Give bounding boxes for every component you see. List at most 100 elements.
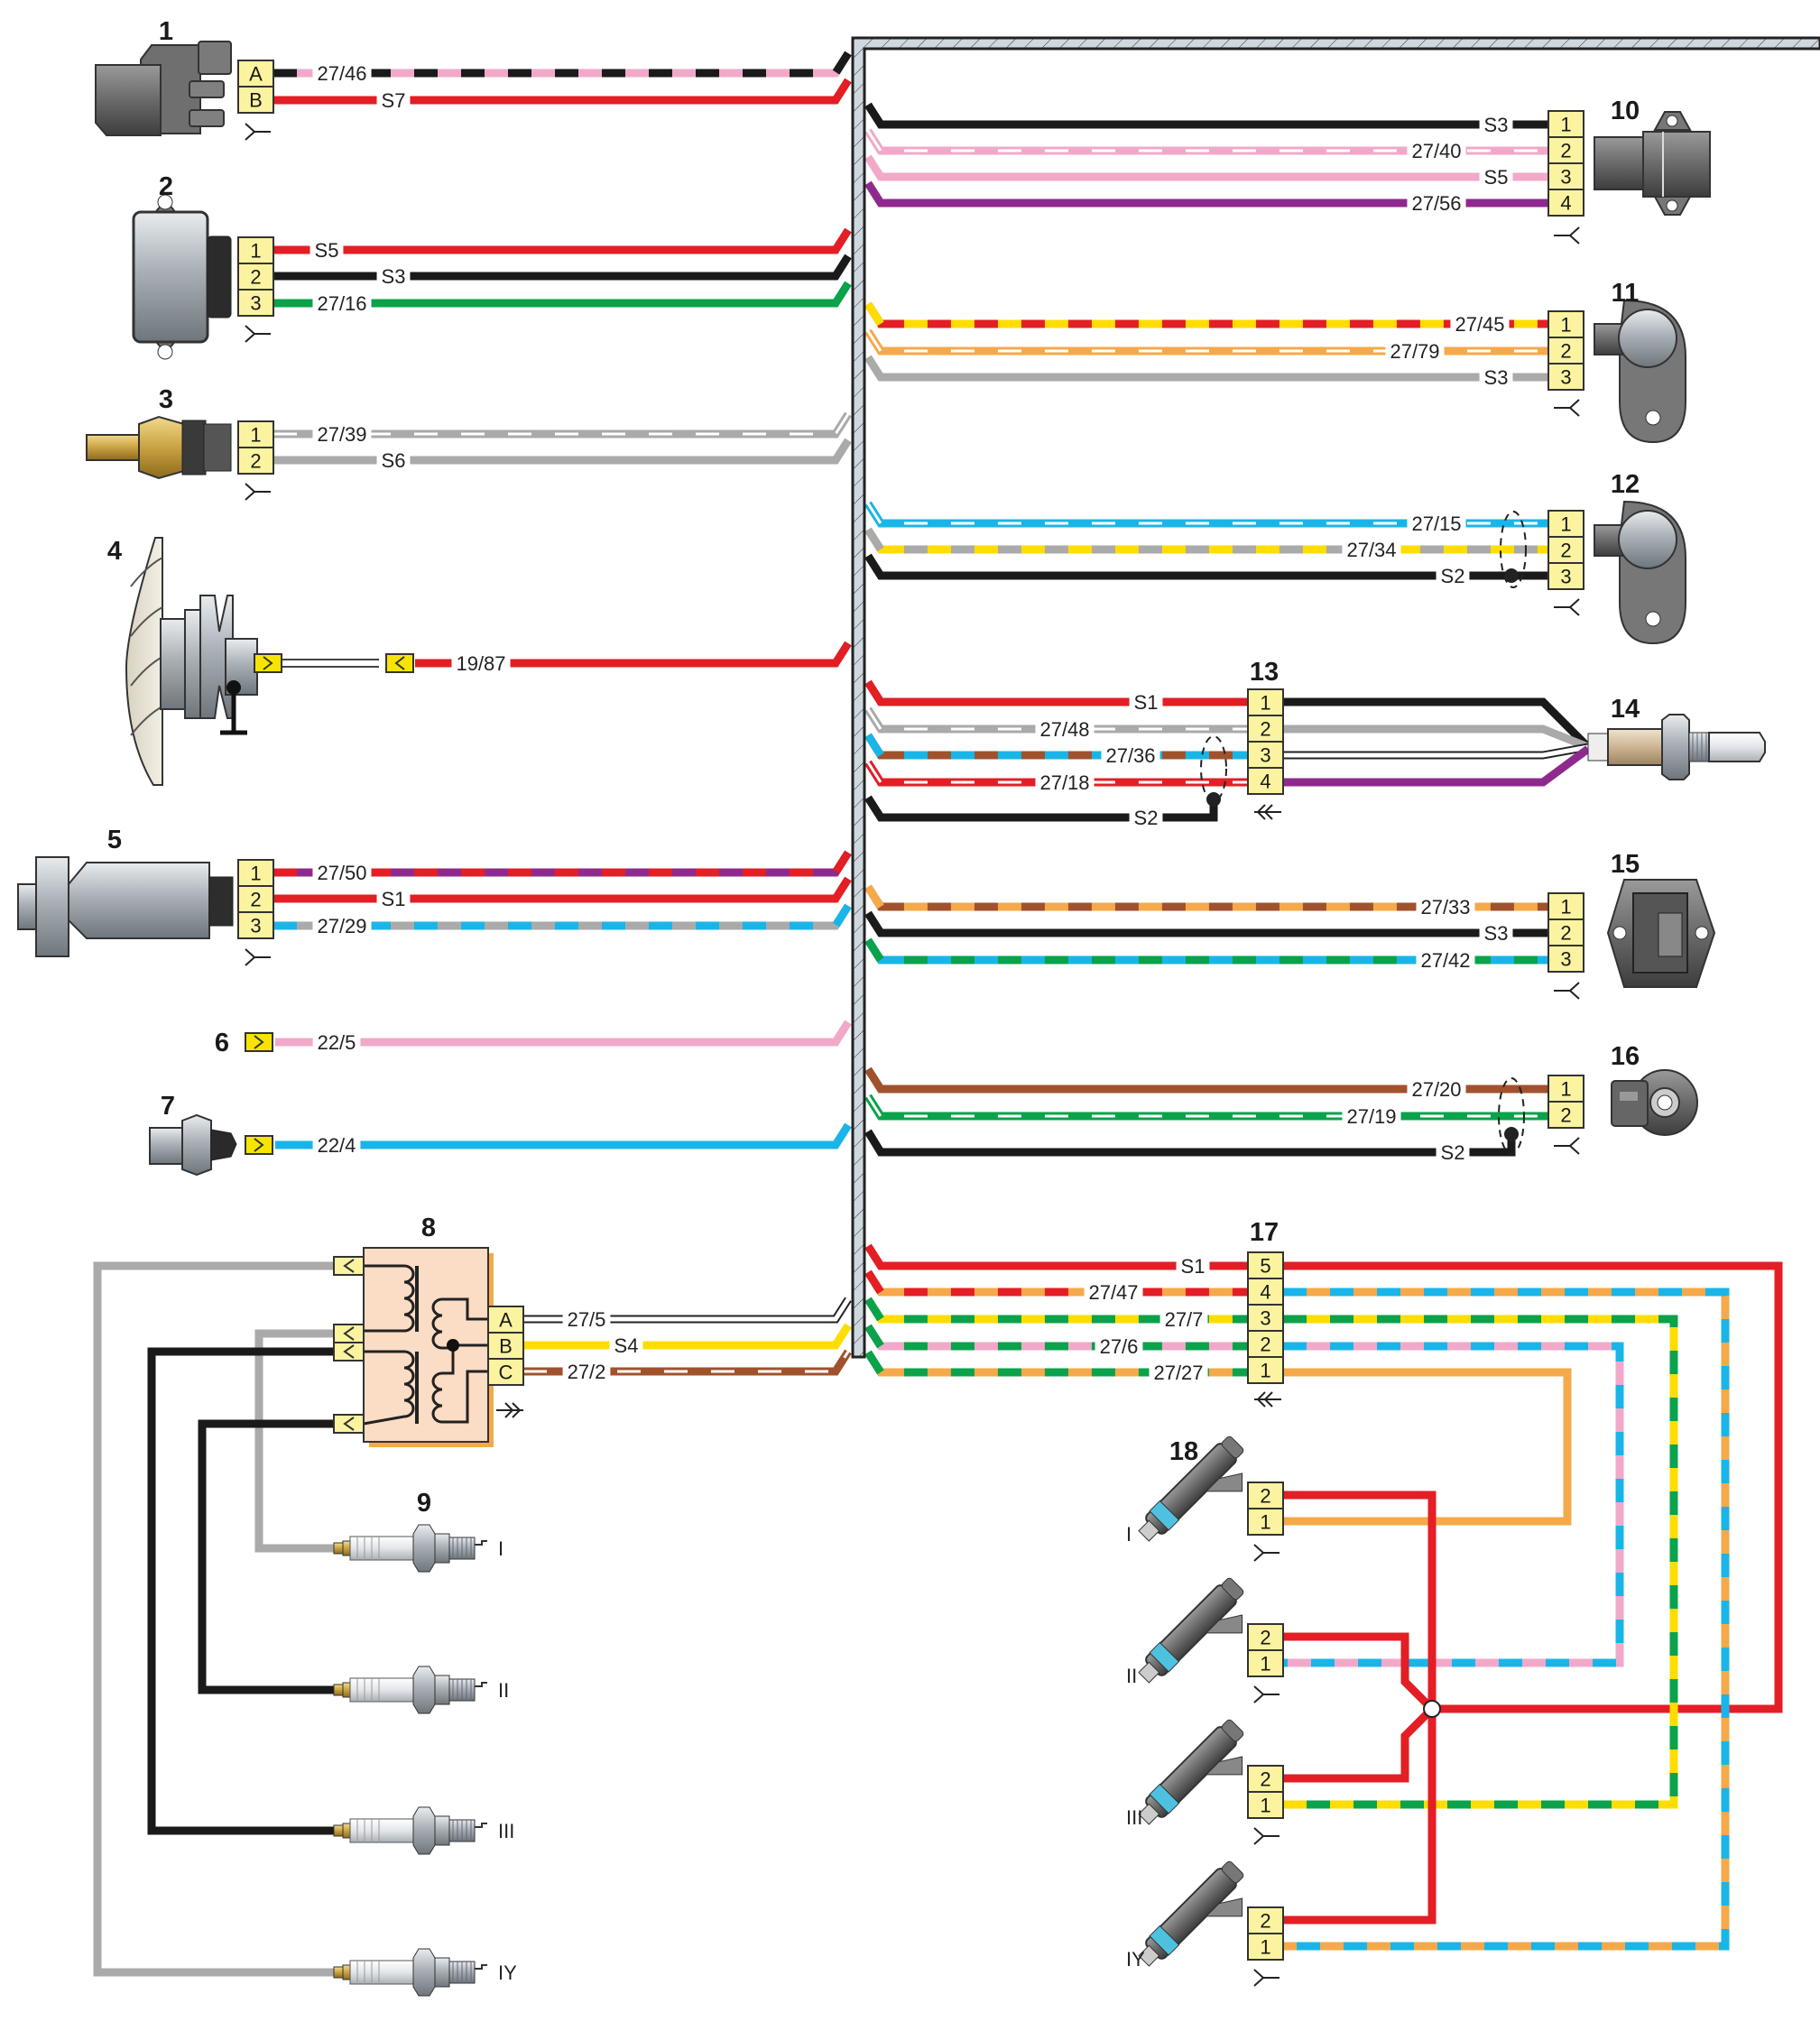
connector-15[interactable]: 123: [1547, 892, 1584, 973]
wire-c13-14-4: [1283, 745, 1591, 787]
wire-c8-2: [523, 1349, 852, 1376]
component-number: 6: [215, 1029, 229, 1057]
connector-18-injector-3[interactable]: 21: [1247, 1765, 1284, 1819]
pin-label: 2: [250, 450, 261, 473]
component-5-idle-air-valve: [17, 856, 234, 957]
pin-label: 1: [1560, 513, 1571, 536]
plug-icon: [496, 1402, 523, 1418]
wire-label: S1: [382, 888, 406, 910]
wire-c10-0: [864, 102, 1548, 129]
wire-label: S3: [382, 265, 406, 288]
component-2-map-sensor: [132, 194, 232, 360]
component-15-sensor: [1606, 879, 1716, 988]
wire-c11-1: [864, 328, 1548, 355]
coil-output-terminal: [333, 1414, 365, 1434]
component-number: 4: [107, 537, 122, 566]
connector-18-injector-1[interactable]: 21: [1247, 1482, 1284, 1536]
wire-inj-red-3: [1283, 1705, 1436, 1783]
wire-c10-3: [864, 180, 1548, 208]
labels-layer: 27/46S7S5S327/1627/39S619/8727/50S127/29…: [107, 17, 1640, 1984]
pin-label: 2: [1260, 1334, 1270, 1356]
wire-c12-1: [864, 527, 1548, 554]
pin-label: 1: [1260, 1936, 1270, 1959]
wire-coil-plug1: [254, 1329, 338, 1553]
connectors-layer: AB12312123ABC123412312312341231254321212…: [237, 60, 1584, 1987]
pin-label: 2: [1260, 718, 1270, 741]
component-number: 2: [159, 172, 173, 201]
wire-c17-0: [864, 1243, 1248, 1270]
wire-c17-4: [864, 1350, 1248, 1377]
wire-label: S1: [1181, 1255, 1206, 1278]
wire-label: 27/42: [1420, 949, 1470, 972]
component-number: 16: [1611, 1042, 1640, 1071]
connector-3[interactable]: 12: [237, 420, 274, 475]
connector-5[interactable]: 123: [237, 859, 274, 939]
wire-c13-4: [864, 795, 1218, 822]
pin-label: 1: [1260, 1795, 1270, 1817]
connector-18-injector-4[interactable]: 21: [1247, 1906, 1284, 1961]
wire-inj-red-trunk: [1283, 1491, 1437, 1925]
component-number: 13: [1250, 658, 1279, 687]
wire-c17-5-loop: [1283, 1261, 1783, 1713]
component-number: 15: [1611, 850, 1640, 879]
wire-c1-0: [273, 51, 852, 78]
wire-c17-4-inj4: [1283, 1288, 1730, 1951]
pin-label: C: [499, 1362, 513, 1384]
shield-icon: [1200, 735, 1227, 807]
injector-label: IY: [1126, 1948, 1145, 1971]
wire-c13-0: [864, 679, 1248, 706]
wire-c3-1: [273, 438, 852, 465]
terminal-icon: [254, 653, 282, 673]
wire-label: S2: [1441, 565, 1465, 587]
component-number: 17: [1250, 1218, 1279, 1247]
pin-label: 3: [1560, 566, 1571, 588]
pin-label: 1: [1560, 1078, 1571, 1101]
pin-label: 1: [1560, 896, 1571, 918]
wire-c15-2: [864, 937, 1548, 965]
socket-icon: [245, 483, 271, 501]
pin-label: 4: [1260, 771, 1270, 793]
coil-output-terminal: [333, 1324, 365, 1343]
wire-c13-14-3: [1283, 743, 1589, 760]
wire-label: 27/36: [1105, 744, 1155, 767]
connector-16[interactable]: 12: [1547, 1075, 1584, 1129]
spark-plug: [333, 1806, 487, 1855]
connector-8[interactable]: ABC: [487, 1306, 524, 1386]
wire-c12-0: [864, 501, 1548, 528]
wire-inj-red-2: [1283, 1632, 1436, 1712]
connector-18-injector-2[interactable]: 21: [1247, 1623, 1284, 1677]
wire-coil-plug2: [198, 1419, 338, 1694]
pin-label: 1: [250, 240, 261, 263]
wire-c10-2: [864, 154, 1548, 181]
wire-c8-0: [523, 1297, 852, 1324]
component-number: 3: [159, 385, 173, 414]
socket-icon: [1554, 399, 1580, 417]
wire-label: S4: [614, 1334, 639, 1357]
wire-label: S2: [1134, 807, 1159, 829]
wire-label: S3: [1484, 922, 1509, 945]
connector-1[interactable]: AB: [237, 60, 274, 114]
wire-label: S5: [315, 239, 339, 262]
component-1-purge-valve: [95, 41, 232, 136]
connector-11[interactable]: 123: [1547, 310, 1584, 391]
connector-12[interactable]: 123: [1547, 510, 1584, 590]
wire-label: 27/40: [1411, 140, 1461, 162]
component-3-coolant-temp-sensor: [86, 415, 232, 480]
connector-2[interactable]: 123: [237, 236, 274, 317]
wire-coil-plug4: [93, 1261, 338, 1977]
socket-icon: [245, 948, 271, 966]
wire-label: 27/15: [1411, 512, 1461, 535]
socket-icon: [1554, 982, 1580, 1000]
pin-label: 2: [1560, 1104, 1571, 1127]
injector-label: I: [1126, 1523, 1132, 1546]
wire-label: 27/45: [1455, 313, 1504, 336]
fuel-injector: [1138, 1719, 1244, 1825]
pin-label: 3: [1260, 1307, 1270, 1330]
component-number: 10: [1611, 97, 1640, 125]
coil-output-terminal: [333, 1256, 365, 1276]
wire-label: 27/39: [317, 423, 366, 446]
